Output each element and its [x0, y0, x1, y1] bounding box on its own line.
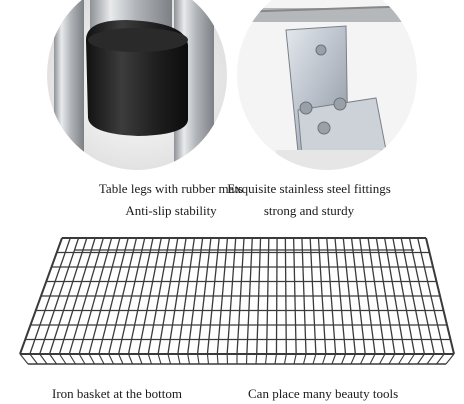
table-legs-caption: Table legs with rubber mats Anti-slip st…	[96, 178, 246, 222]
beauty-tools-caption: Can place many beauty tools	[248, 386, 399, 401]
rubber-foot-illustration	[47, 0, 227, 170]
rubber-foot-photo	[46, 0, 228, 170]
wire-basket-illustration	[19, 237, 455, 365]
steel-bracket-photo	[236, 0, 418, 170]
fittings-caption: Exquisite stainless steel fittings stron…	[224, 178, 394, 222]
basket-wires	[19, 237, 455, 365]
basket-caption: Iron basket at the bottom	[52, 386, 182, 401]
table-legs-caption-line2: Anti-slip stability	[125, 203, 217, 218]
table-legs-caption-line1: Table legs with rubber mats	[98, 181, 244, 196]
fittings-caption-line1: Exquisite stainless steel fittings	[227, 181, 391, 196]
bracket-illustration	[237, 0, 417, 170]
fittings-caption-line2: strong and sturdy	[263, 203, 355, 218]
